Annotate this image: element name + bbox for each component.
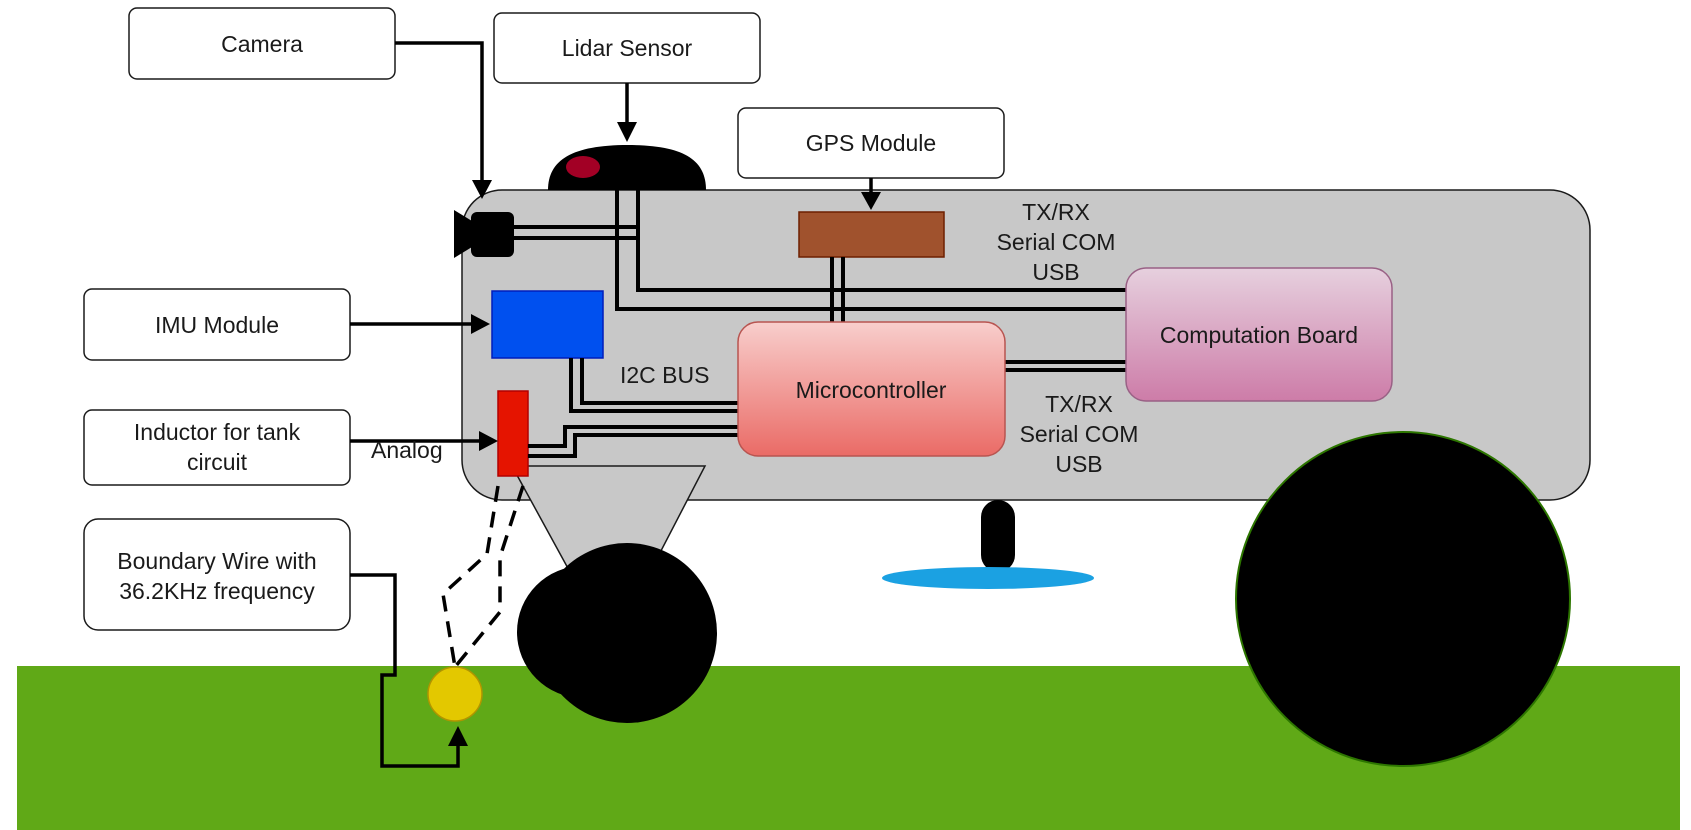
svg-text:IMU Module: IMU Module (155, 312, 279, 338)
svg-text:USB: USB (1032, 259, 1079, 285)
cutter-post (981, 500, 1015, 572)
svg-text:TX/RX: TX/RX (1022, 199, 1090, 225)
microcontroller-block (737, 321, 1006, 457)
lidar-dome-icon (548, 145, 706, 190)
svg-text:Boundary Wire with: Boundary Wire with (117, 548, 316, 574)
serial-com-label-bottom: TX/RX Serial COM USB (1020, 391, 1139, 477)
front-wheel (537, 543, 717, 723)
serial-com-label-top: TX/RX Serial COM USB (997, 199, 1116, 285)
camera-box: Camera (128, 7, 396, 80)
arrowheads (448, 122, 881, 746)
magnetic-field-lines (441, 485, 525, 669)
inductor-box: Inductor for tank circuit (83, 409, 351, 486)
svg-text:Inductor for tank: Inductor for tank (134, 419, 301, 445)
cutter-blade (882, 567, 1094, 589)
gps-chip (798, 211, 945, 258)
boundary-box: Boundary Wire with 36.2KHz frequency (83, 518, 351, 631)
boundary-wire-arrow (350, 573, 460, 768)
computation-board-label: Computation Board (1160, 322, 1358, 348)
imu-box: IMU Module (83, 288, 351, 361)
boundary-wire-point (427, 666, 483, 722)
lidar-box: Lidar Sensor (493, 12, 761, 84)
i2c-bus-label: I2C BUS (620, 362, 709, 388)
microcontroller-label: Microcontroller (796, 377, 947, 403)
lidar-light (566, 156, 600, 178)
svg-text:Lidar Sensor: Lidar Sensor (562, 35, 693, 61)
svg-text:Serial COM: Serial COM (1020, 421, 1139, 447)
camera-icon (454, 210, 514, 258)
svg-text:USB: USB (1055, 451, 1102, 477)
imu-chip (491, 290, 604, 359)
svg-text:36.2KHz frequency: 36.2KHz frequency (119, 578, 315, 604)
svg-text:GPS Module: GPS Module (806, 130, 936, 156)
gps-box: GPS Module (737, 107, 1005, 179)
analog-label: Analog (371, 437, 443, 463)
svg-text:Camera: Camera (221, 31, 303, 57)
svg-text:TX/RX: TX/RX (1045, 391, 1113, 417)
wiring (514, 190, 1126, 458)
rear-wheel (1235, 431, 1571, 767)
svg-text:Serial COM: Serial COM (997, 229, 1116, 255)
svg-text:circuit: circuit (187, 449, 248, 475)
camera-arrow (395, 41, 484, 192)
inductor-chip (497, 390, 529, 477)
computation-board-block (1125, 267, 1393, 402)
